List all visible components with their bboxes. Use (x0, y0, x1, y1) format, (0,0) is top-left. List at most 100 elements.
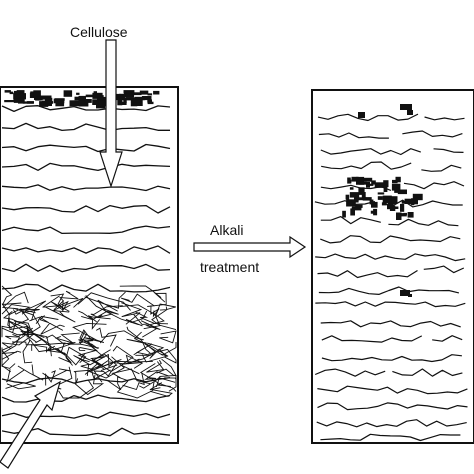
impurity-fleck (4, 100, 15, 103)
matrix-strand (81, 308, 119, 321)
impurity-fleck (342, 210, 346, 218)
matrix-strand (43, 305, 76, 323)
matrix-strand (8, 308, 36, 329)
impurity-fleck (98, 100, 108, 107)
impurity-fleck (349, 187, 354, 190)
impurity-fleck (139, 90, 149, 95)
impurity-fleck (123, 90, 135, 94)
impurity-fleck (412, 193, 423, 201)
impurity-fleck (147, 101, 154, 105)
treated-fiber-border (311, 89, 474, 444)
impurity-fleck (351, 176, 359, 182)
impurity-fleck (363, 177, 373, 182)
matrix-strand (141, 348, 168, 363)
matrix-strand (20, 330, 51, 348)
impurity-fleck (74, 96, 79, 101)
matrix-strand (150, 305, 160, 318)
impurity-fleck (92, 92, 103, 99)
impurity-fleck (348, 179, 352, 184)
impurity-fleck (395, 176, 401, 183)
fibril-line (318, 286, 460, 295)
residual-impurity-specks (358, 104, 413, 297)
matrix-strand (78, 347, 98, 352)
impurity-fleck (78, 95, 86, 102)
fibril-line (320, 433, 461, 442)
impurity-fleck (76, 92, 80, 95)
matrix-strand (133, 314, 158, 338)
impurity-fleck (394, 187, 399, 193)
cellulose-arrow (99, 39, 123, 188)
matrix-strand (1, 345, 13, 373)
treatment-label: treatment (200, 259, 259, 275)
impurity-fleck (389, 205, 396, 211)
alkali-treatment-arrow (193, 235, 307, 259)
fibril-line (320, 148, 421, 156)
matrix-strand (159, 330, 177, 344)
matrix-strand (146, 359, 165, 373)
impurity-fleck (410, 199, 418, 205)
impurity-fleck (44, 97, 53, 103)
fibril-line (314, 368, 386, 377)
impurity-fleck (358, 187, 365, 195)
matrix-strand (1, 313, 12, 338)
impurity-fleck (153, 90, 160, 95)
matrix-strand (17, 364, 44, 381)
matrix-pointer-arrow (0, 380, 61, 469)
matrix-strand (11, 341, 66, 346)
fibril-line (318, 132, 389, 139)
impurity-fleck (403, 212, 407, 215)
matrix-strand (139, 363, 177, 392)
matrix-strand (80, 360, 109, 376)
impurity-fleck (382, 195, 392, 204)
matrix-strand (73, 369, 94, 384)
impurity-fleck (346, 199, 356, 207)
fibril-line (402, 130, 463, 138)
matrix-strand (1, 357, 16, 369)
impurity-fleck (78, 100, 89, 107)
matrix-strand (93, 349, 118, 372)
matrix-strand (126, 326, 151, 354)
matrix-strand (13, 320, 34, 333)
matrix-strand (50, 299, 70, 312)
impurity-fleck (383, 180, 389, 188)
matrix-strand (91, 363, 111, 380)
impurity-fleck (356, 176, 365, 185)
lignin-hemicellulose-matrix (1, 285, 177, 399)
impurity-fleck (55, 100, 65, 107)
matrix-strand (50, 293, 71, 310)
impurity-fleck (42, 100, 52, 106)
impurity-fleck (118, 101, 127, 105)
impurity-fleck (4, 90, 11, 93)
matrix-strand (51, 297, 84, 313)
fibril-line (1, 263, 171, 273)
impurity-fleck (354, 194, 360, 201)
fibril-line (1, 394, 171, 403)
matrix-strand (99, 330, 144, 344)
impurity-fleck (85, 94, 93, 98)
matrix-strand (1, 285, 22, 306)
matrix-strand (74, 374, 105, 396)
impurity-fleck (122, 97, 133, 101)
impurity-fleck (93, 91, 97, 97)
impurity-fleck (371, 180, 376, 185)
matrix-strand (134, 311, 169, 325)
impurity-fleck (126, 93, 133, 98)
impurity-fleck (14, 90, 20, 95)
impurity-fleck (132, 92, 142, 96)
impurity-fleck (350, 208, 355, 216)
matrix-strand (29, 339, 76, 353)
matrix-strand (45, 370, 56, 386)
matrix-strand (7, 320, 44, 344)
matrix-strand (83, 333, 105, 344)
impurity-fleck (370, 210, 376, 214)
fibril-line (424, 116, 465, 121)
impurity-fleck (381, 202, 387, 206)
fibril-line (1, 411, 171, 419)
matrix-strand (119, 285, 162, 298)
untreated-cellulose-fibrils (1, 105, 171, 437)
impurity-fleck (123, 99, 127, 104)
matrix-strand (5, 369, 25, 383)
matrix-strand (1, 333, 20, 355)
impurity-fleck (377, 196, 383, 200)
